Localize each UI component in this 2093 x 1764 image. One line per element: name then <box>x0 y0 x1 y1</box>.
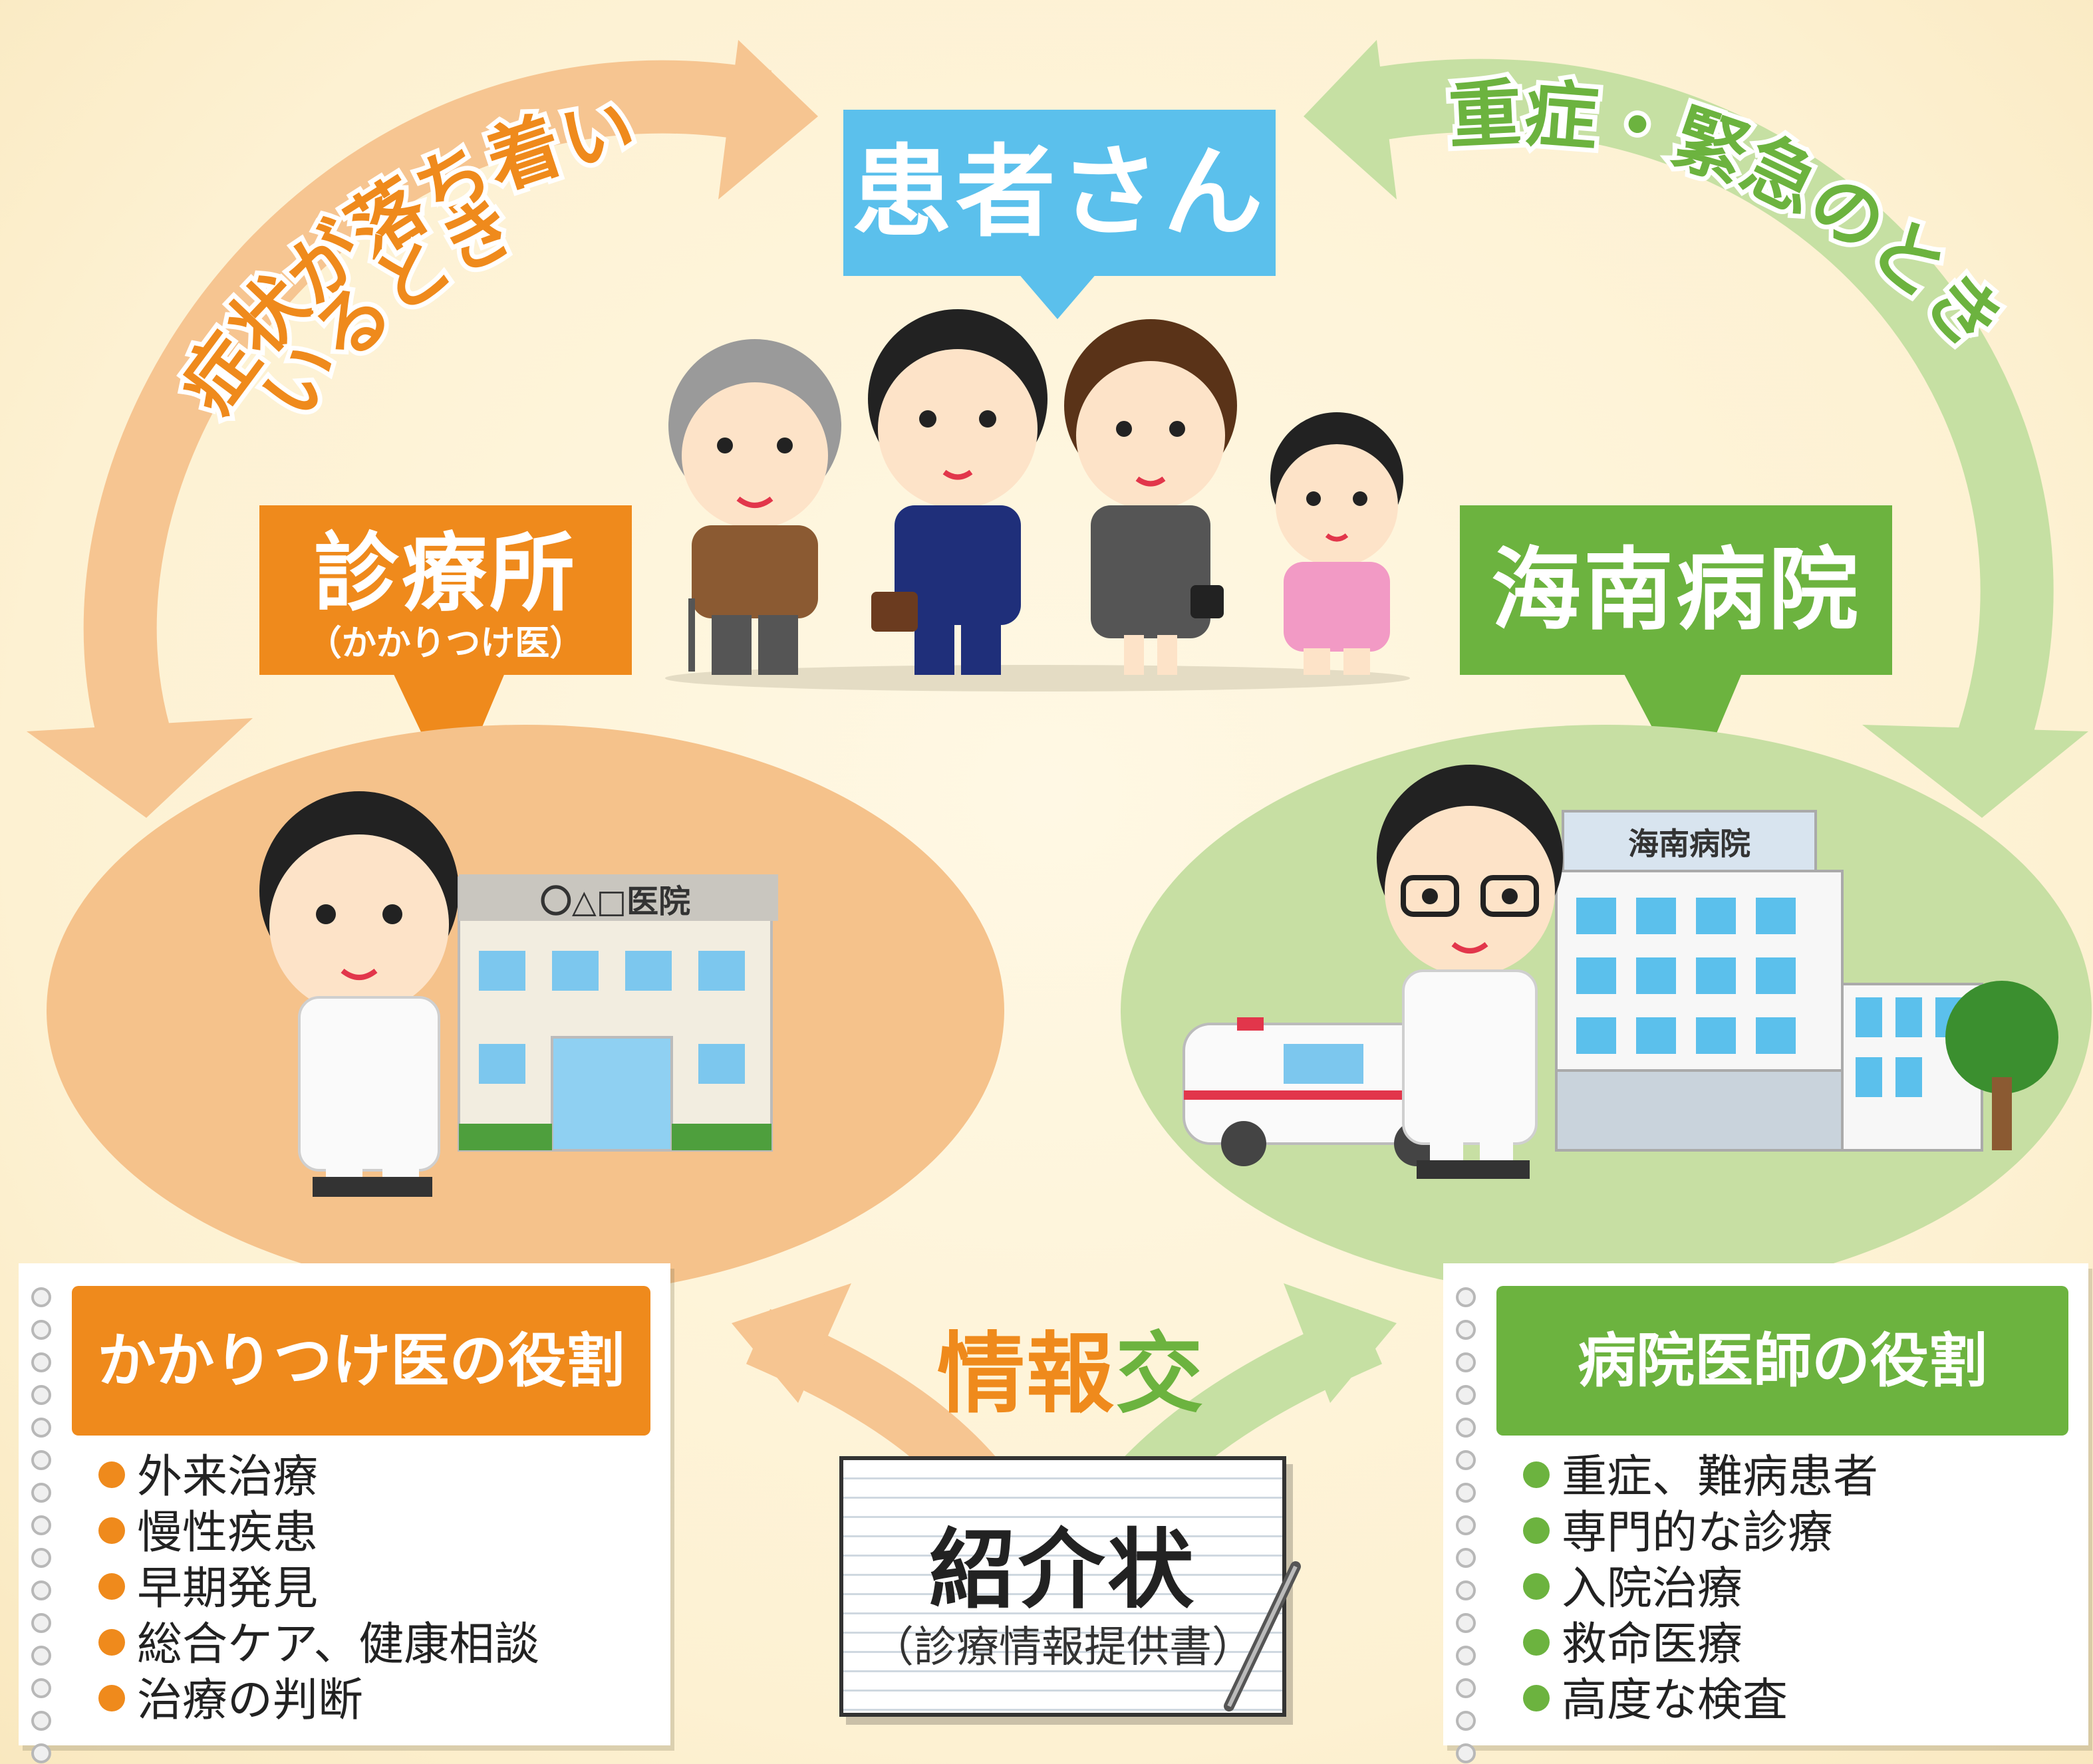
clinic-role-title: かかりつけ医の役割 <box>72 1286 650 1436</box>
notebook-binding <box>28 1287 55 1764</box>
bullet-icon <box>1523 1517 1550 1544</box>
child-person-icon <box>1270 412 1403 675</box>
clinic-building-icon: 〇△□医院 <box>458 874 778 1152</box>
info-exchange-part1: 情報 <box>937 1323 1115 1426</box>
hospital-role-list: 重症、難病患者 専門的な診療 入院治療 救命医療 高度な検査 <box>1523 1449 1878 1729</box>
list-item: 重症、難病患者 <box>1523 1449 1878 1505</box>
flow-right-text: 重症・緊急のとき <box>1447 70 2020 367</box>
bullet-icon <box>1523 1573 1550 1600</box>
hospital-label: 海南病院 <box>1460 505 1892 675</box>
bullet-icon <box>98 1629 125 1656</box>
hospital-label-text: 海南病院 <box>1491 538 1861 642</box>
flow-arrow-right <box>1304 40 2088 818</box>
clinic-building-sign: 〇△□医院 <box>540 883 690 920</box>
bullet-icon <box>98 1461 125 1488</box>
list-item: 早期発見 <box>98 1561 539 1617</box>
list-item: 入院治療 <box>1523 1561 1878 1617</box>
clinic-label-title: 診療所 <box>313 524 577 623</box>
referral-letter-card: 紹介状 （診療情報提供書） <box>839 1456 1301 1717</box>
list-item: 総合ケア、健康相談 <box>98 1617 539 1673</box>
clinic-doctor-illustration <box>259 791 459 1197</box>
list-item: 治療の判断 <box>98 1673 539 1729</box>
hospital-building-icon: 海南病院 <box>1555 810 2058 1152</box>
bullet-icon <box>1523 1461 1550 1488</box>
woman-person-icon <box>1064 319 1237 675</box>
list-item: 慢性疾患 <box>98 1505 539 1561</box>
referral-letter-title: 紹介状 <box>928 1519 1196 1620</box>
list-item: 高度な検査 <box>1523 1673 1878 1729</box>
list-item: 専門的な診療 <box>1523 1505 1878 1561</box>
hospital-doctor-illustration <box>1377 765 1563 1179</box>
list-item: 外来治療 <box>98 1449 539 1505</box>
pen-icon <box>1224 1561 1301 1711</box>
patients-illustration <box>665 309 1410 692</box>
list-item: 救命医療 <box>1523 1617 1878 1673</box>
bullet-icon <box>1523 1685 1550 1711</box>
clinic-label: 診療所 （かかりつけ医） <box>259 505 632 675</box>
clinic-role-list: 外来治療 慢性疾患 早期発見 総合ケア、健康相談 治療の判断 <box>98 1449 539 1729</box>
man-person-icon <box>868 309 1047 675</box>
patient-label: 患者さん <box>843 110 1276 276</box>
hospital-role-note: 病院医師の役割 重症、難病患者 専門的な診療 入院治療 救命医療 高度な検査 <box>1443 1263 2088 1763</box>
bullet-icon <box>98 1573 125 1600</box>
flow-arrow-left <box>27 40 818 818</box>
clinic-label-sub: （かかりつけ医） <box>307 624 585 664</box>
patient-label-text: 患者さん <box>851 135 1267 251</box>
bullet-icon <box>98 1517 125 1544</box>
hospital-role-title: 病院医師の役割 <box>1496 1286 2068 1436</box>
patient-callout-tail <box>1018 273 1097 319</box>
clinic-role-note: かかりつけ医の役割 外来治療 慢性疾患 早期発見 総合ケア、健康相談 治療の判断 <box>19 1263 670 1763</box>
hospital-building-sign: 海南病院 <box>1628 826 1750 862</box>
referral-letter-subtitle: （診療情報提供書） <box>871 1623 1254 1672</box>
elderly-person-icon <box>668 339 841 675</box>
bullet-icon <box>1523 1629 1550 1656</box>
notebook-binding <box>1453 1287 1479 1764</box>
bullet-icon <box>98 1685 125 1711</box>
